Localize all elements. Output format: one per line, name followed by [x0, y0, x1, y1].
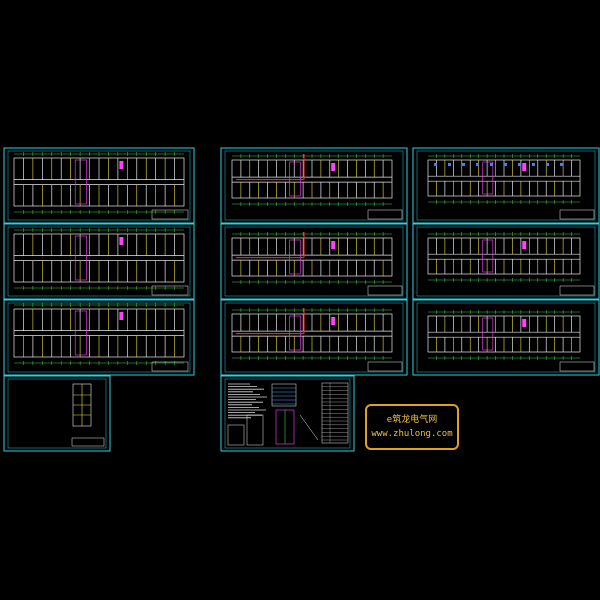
legend-table	[321, 382, 349, 444]
title-block	[559, 361, 595, 372]
sheet-center-2[interactable]	[220, 223, 408, 300]
watermark-line1: e筑龙电气网	[387, 413, 437, 425]
title-block	[151, 285, 189, 296]
sheet-right-3[interactable]	[412, 299, 600, 376]
floor-plan	[13, 228, 185, 290]
title-block	[559, 209, 595, 220]
title-block	[71, 437, 105, 447]
sheet-center-1[interactable]	[220, 147, 408, 224]
sheet-right-1[interactable]	[412, 147, 600, 224]
watermark-line2: www.zhulong.com	[371, 429, 452, 439]
floor-plan	[231, 308, 393, 360]
title-block	[367, 361, 403, 372]
sheet-right-2[interactable]	[412, 223, 600, 300]
sheet-center-3[interactable]	[220, 299, 408, 376]
watermark-logo: e筑龙电气网 www.zhulong.com	[365, 404, 459, 450]
sheet-left-2[interactable]	[3, 223, 195, 300]
title-block	[151, 361, 189, 372]
floor-plan	[427, 232, 581, 282]
title-block	[367, 209, 403, 220]
sheet-left-4-detail[interactable]	[3, 375, 111, 452]
notes-text-block	[228, 383, 267, 419]
system-diagram	[271, 383, 319, 445]
floor-plan	[427, 310, 581, 360]
floor-plan	[13, 303, 185, 365]
floor-plan	[13, 152, 185, 214]
floor-plan	[231, 154, 393, 206]
floor-plan	[231, 232, 393, 284]
sheet-left-3[interactable]	[3, 299, 195, 376]
sheet-left-1[interactable]	[3, 147, 195, 224]
floor-plan	[427, 154, 581, 204]
sheet-center-4-legend[interactable]	[220, 375, 355, 452]
title-block	[559, 285, 595, 296]
title-block	[151, 209, 189, 220]
title-block	[367, 285, 403, 296]
